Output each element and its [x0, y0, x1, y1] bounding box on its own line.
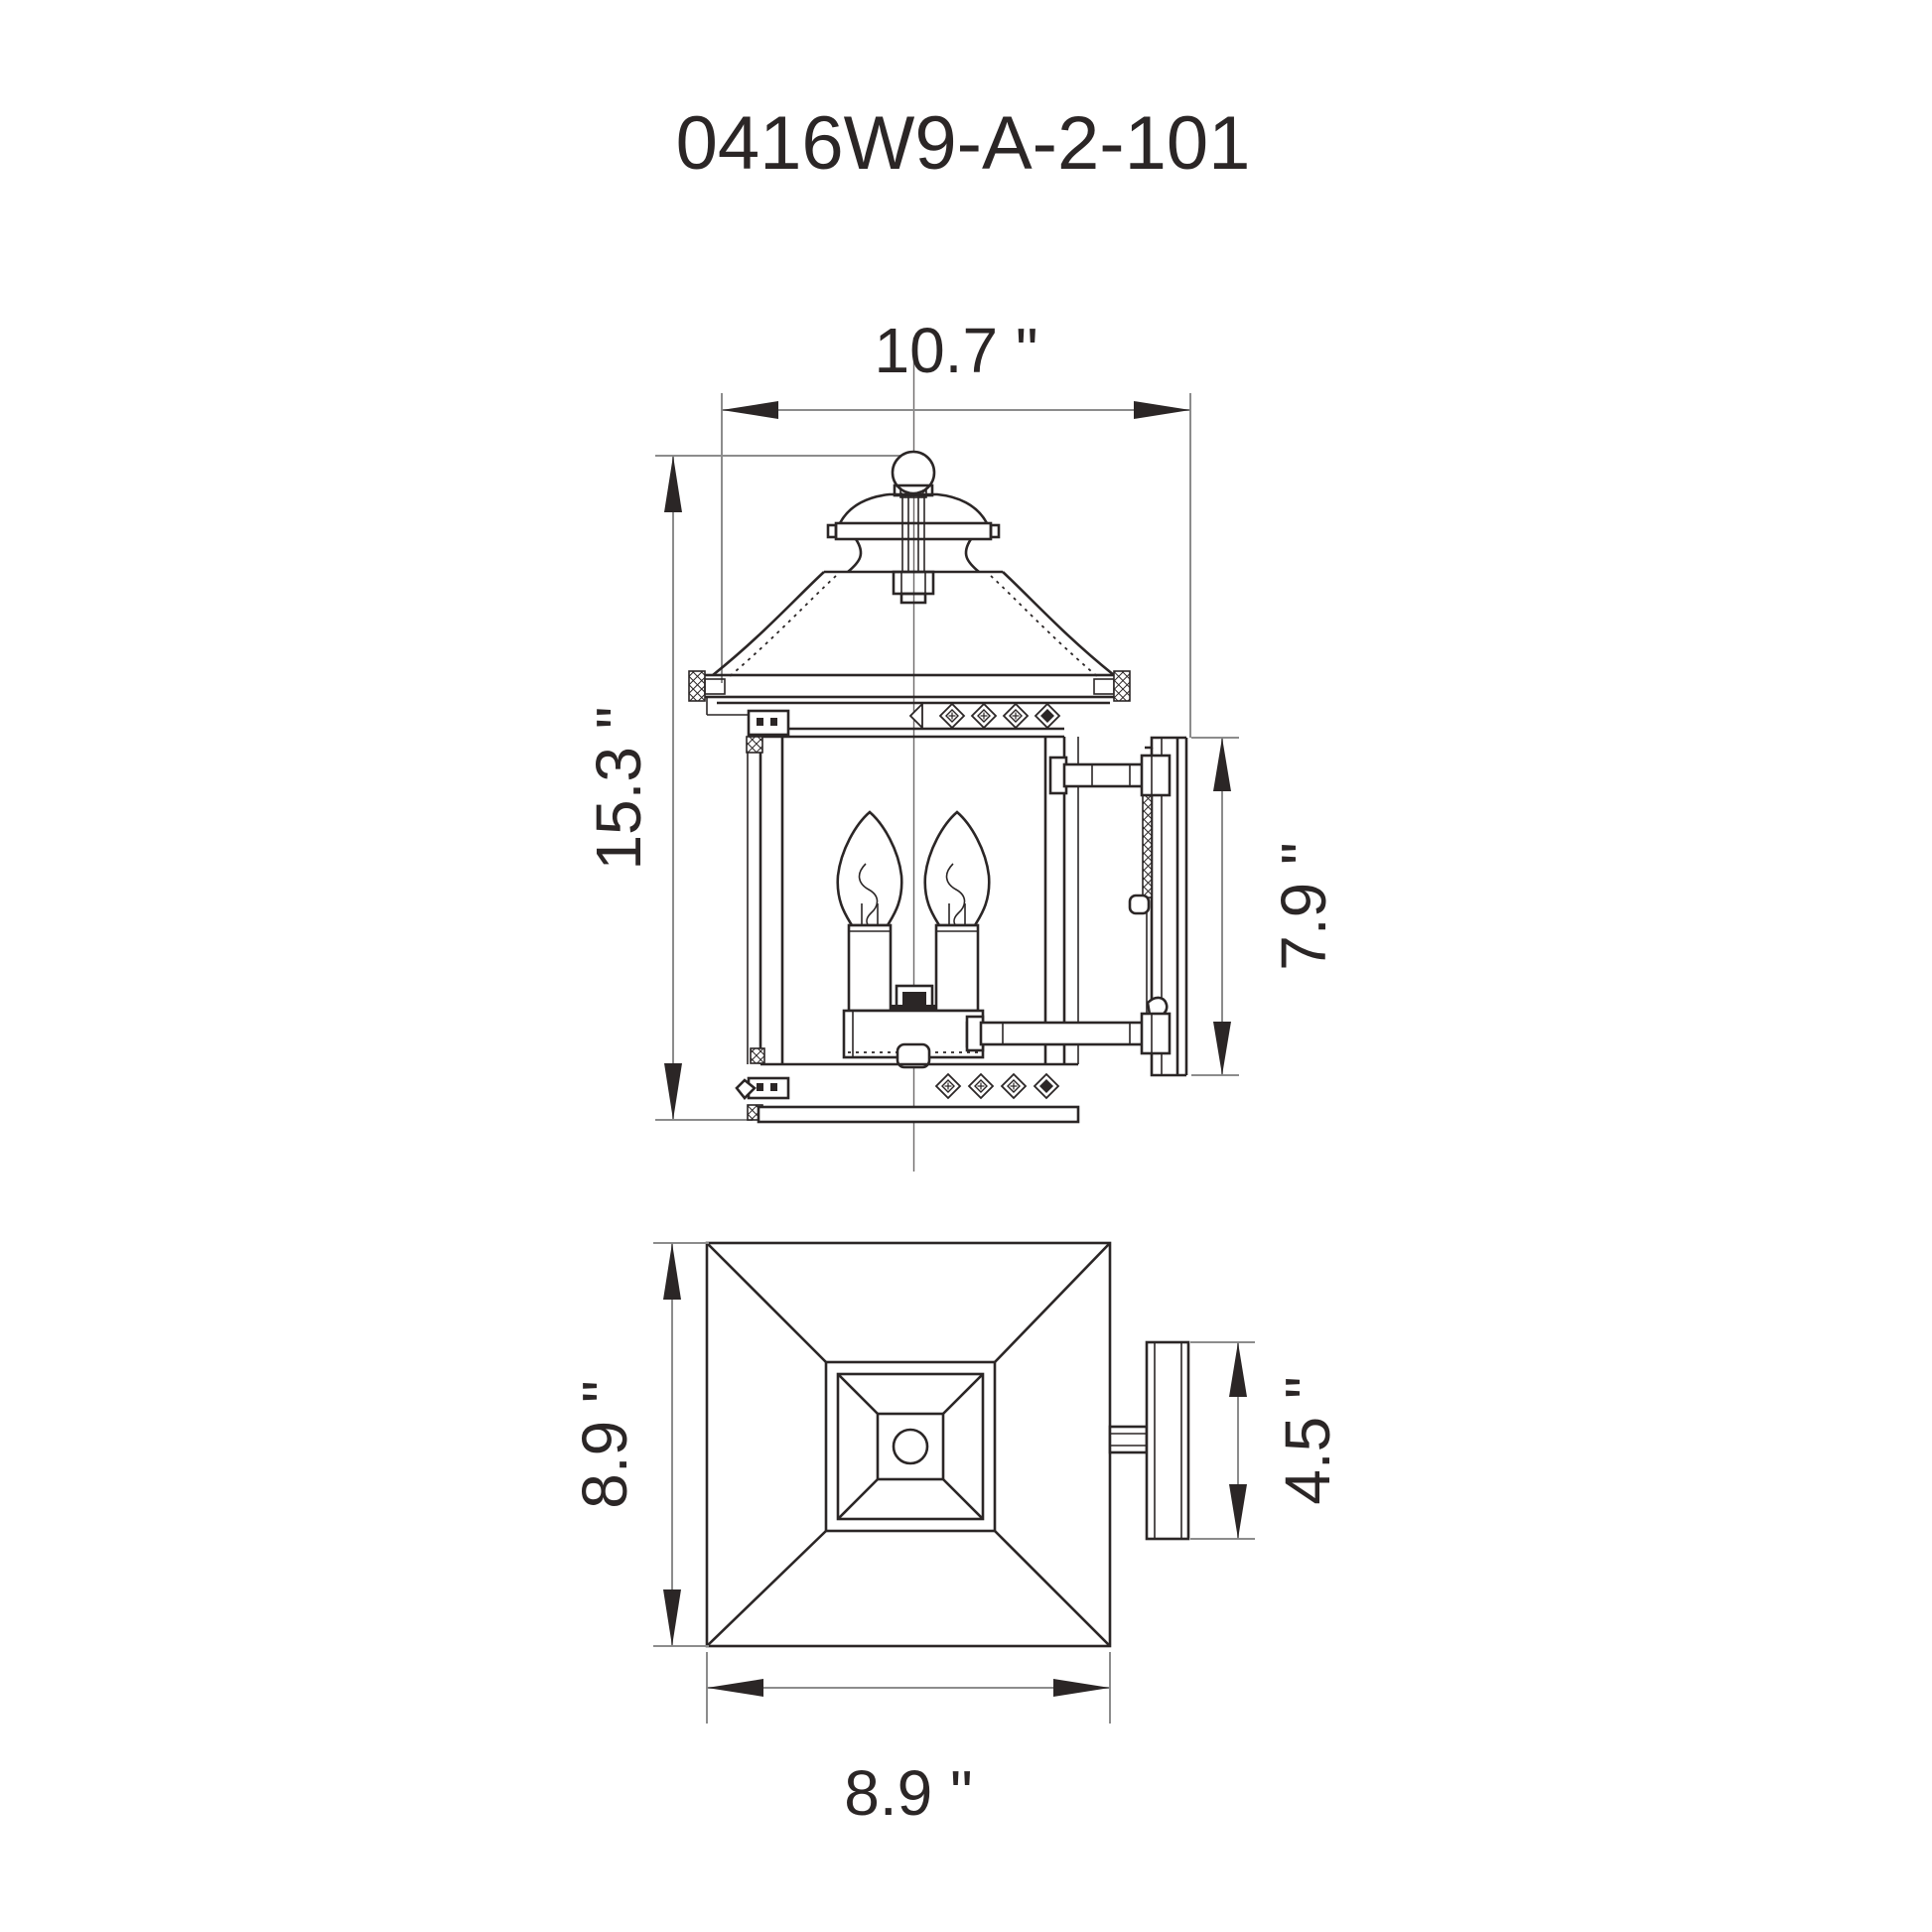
lower-mount-arm	[965, 996, 1172, 1055]
dimension-body-depth: 8.9 "	[569, 1242, 709, 1647]
flared-roof	[688, 570, 1131, 705]
lantern-cap	[826, 492, 1001, 573]
adjustment-knob	[1128, 894, 1151, 915]
plan-backplate	[1108, 1340, 1190, 1541]
drawing-title: 0416W9-A-2-101	[676, 101, 1251, 186]
overall-height-label: 15.3 "	[583, 706, 654, 870]
body-width-label: 8.9 "	[844, 1757, 972, 1829]
wall-mount-bracket	[965, 736, 1188, 1077]
overall-width-label: 10.7 "	[874, 315, 1037, 386]
candelabra-bulb-left	[836, 810, 903, 1013]
body-depth-label: 8.9 "	[569, 1380, 640, 1508]
dimension-backplate-height: 7.9 "	[1191, 737, 1339, 1076]
dimension-body-width: 8.9 "	[706, 1652, 1111, 1829]
dimension-backplate-width: 4.5 "	[1190, 1341, 1343, 1540]
upper-diamond-band	[748, 703, 1064, 739]
bottom-plate	[757, 1105, 1080, 1124]
finial-ball	[891, 450, 936, 498]
backplate-height-label: 7.9 "	[1268, 842, 1339, 970]
plan-roof-outline	[705, 1241, 1112, 1648]
dimension-overall-height: 15.3 "	[583, 455, 915, 1121]
side-elevation-view: 10.7 " 15.3 " 7.9 "	[583, 315, 1339, 1172]
candelabra-bulb-right	[923, 810, 991, 1013]
bottom-diamond-band	[757, 1062, 1080, 1124]
plan-view: 8.9 " 4.5 " 8.9 "	[569, 1241, 1343, 1829]
backplate-width-label: 4.5 "	[1272, 1376, 1343, 1504]
dimension-overall-width: 10.7 "	[721, 315, 1191, 738]
bottom-tray	[842, 1009, 985, 1069]
upper-mount-arm	[1048, 754, 1172, 797]
finial-top-circle	[892, 1428, 929, 1465]
